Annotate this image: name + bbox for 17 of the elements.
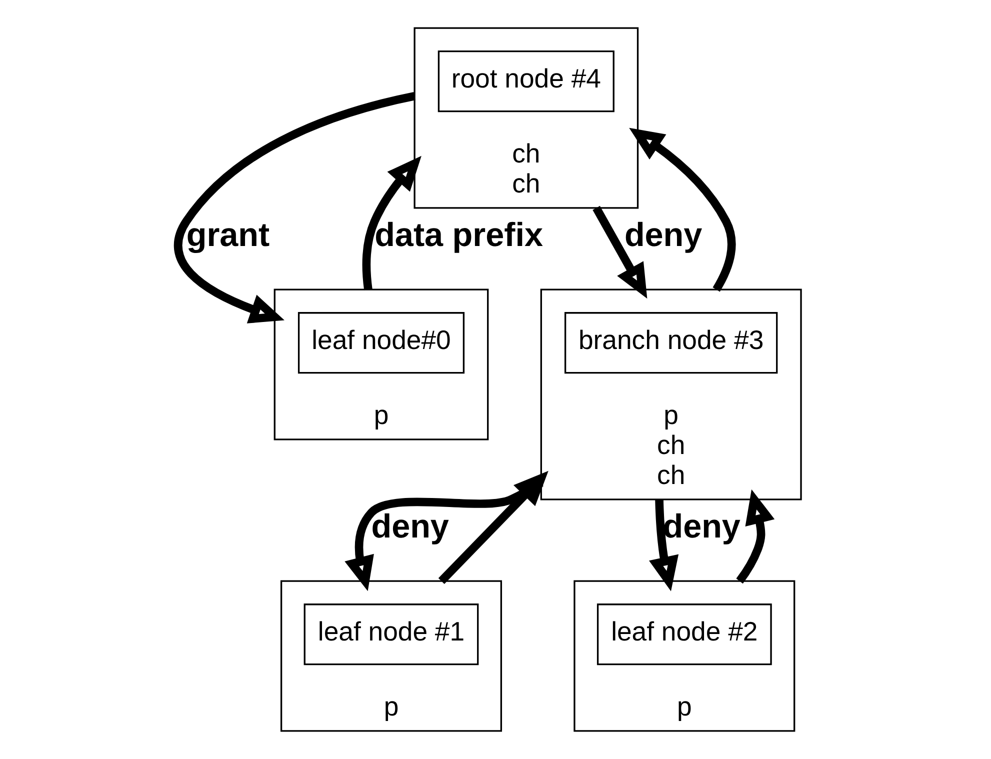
arrow xyxy=(174,92,415,324)
edge-label: data prefix xyxy=(374,217,542,254)
edge-label: deny xyxy=(370,508,448,546)
arrow xyxy=(648,499,678,592)
edge-label: deny xyxy=(624,217,702,254)
arrow xyxy=(592,206,647,299)
node-box: leaf node #1 xyxy=(303,604,478,666)
arrow xyxy=(362,156,421,290)
node-box: leaf node#0 xyxy=(297,312,464,374)
arrow xyxy=(628,128,736,292)
node-box: root node #4 xyxy=(437,50,614,112)
edge-label: grant xyxy=(186,217,270,254)
arrow xyxy=(736,489,774,584)
arrow xyxy=(438,470,548,584)
node-box: leaf node #2 xyxy=(596,604,772,666)
edge-label: deny xyxy=(662,508,740,546)
node-box: branch node #3 xyxy=(564,312,778,374)
